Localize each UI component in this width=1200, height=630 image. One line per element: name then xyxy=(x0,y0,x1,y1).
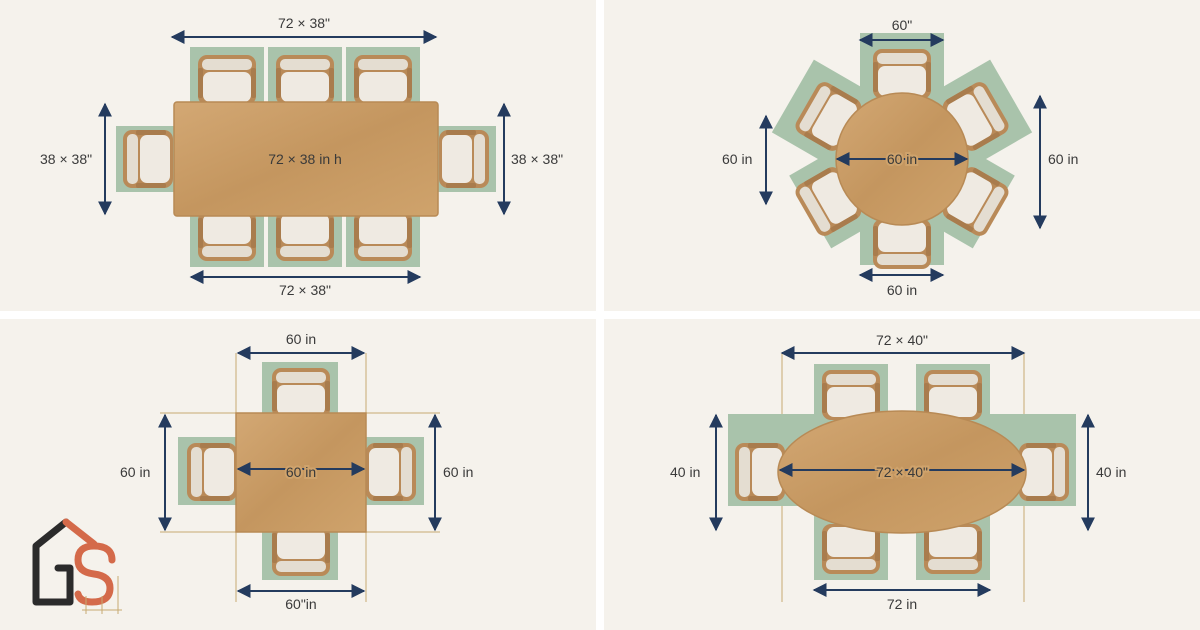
chair xyxy=(873,219,931,269)
left-dimension-label: 60 in xyxy=(120,464,150,480)
left-dimension-label: 38 × 38" xyxy=(40,151,92,167)
bottom-dimension-label: 60"in xyxy=(285,596,316,612)
chair xyxy=(354,211,412,261)
chair xyxy=(873,49,931,99)
square-layout-panel: 60 in 60"in 60 in 60 in 60 in xyxy=(0,319,596,630)
bottom-dimension-label: 60 in xyxy=(887,282,917,298)
round-layout-panel: 60" 60 in 60 in 60 in 60 in xyxy=(604,0,1200,311)
chair xyxy=(366,443,416,501)
chair xyxy=(198,55,256,105)
table-dimension-label: 60 in xyxy=(887,151,917,167)
chair xyxy=(439,130,489,188)
chair xyxy=(276,55,334,105)
rectangle-layout-drawing: 72 × 38" 72 × 38" 38 × 38" 38 × 38" 72 ×… xyxy=(40,15,563,298)
right-dimension-label: 60 in xyxy=(1048,151,1078,167)
bottom-dimension-label: 72 × 38" xyxy=(279,282,331,298)
table-dimension-label: 72 × 40" xyxy=(876,464,928,480)
right-dimension-label: 38 × 38" xyxy=(511,151,563,167)
table-dimension-label: 60 in xyxy=(286,464,316,480)
left-dimension-label: 40 in xyxy=(670,464,700,480)
rectangle-layout-panel: 72 × 38" 72 × 38" 38 × 38" 38 × 38" 72 ×… xyxy=(0,0,596,311)
right-dimension-label: 40 in xyxy=(1096,464,1126,480)
house-s-logo-icon xyxy=(22,516,126,616)
chair xyxy=(276,211,334,261)
square-layout-drawing: 60 in 60"in 60 in 60 in 60 in xyxy=(120,331,473,612)
oval-layout-panel: 72 × 40" 72 in 40 in 40 in 72 × 40" xyxy=(604,319,1200,630)
bottom-dimension-label: 72 in xyxy=(887,596,917,612)
rectangular-table xyxy=(173,101,439,217)
left-dimension-label: 60 in xyxy=(722,151,752,167)
chair xyxy=(354,55,412,105)
chair xyxy=(187,443,237,501)
top-dimension-label: 60 in xyxy=(286,331,316,347)
oval-layout-drawing: 72 × 40" 72 in 40 in 40 in 72 × 40" xyxy=(670,332,1126,612)
chair xyxy=(272,526,330,576)
top-dimension-label: 60" xyxy=(892,17,913,33)
chair xyxy=(272,368,330,418)
top-dimension-label: 72 × 40" xyxy=(876,332,928,348)
chair xyxy=(198,211,256,261)
top-dimension-label: 72 × 38" xyxy=(278,15,330,31)
round-layout-drawing: 60" 60 in 60 in 60 in 60 in xyxy=(722,17,1078,298)
table-dimension-label: 72 × 38 in h xyxy=(268,151,342,167)
right-dimension-label: 60 in xyxy=(443,464,473,480)
chair xyxy=(123,130,173,188)
